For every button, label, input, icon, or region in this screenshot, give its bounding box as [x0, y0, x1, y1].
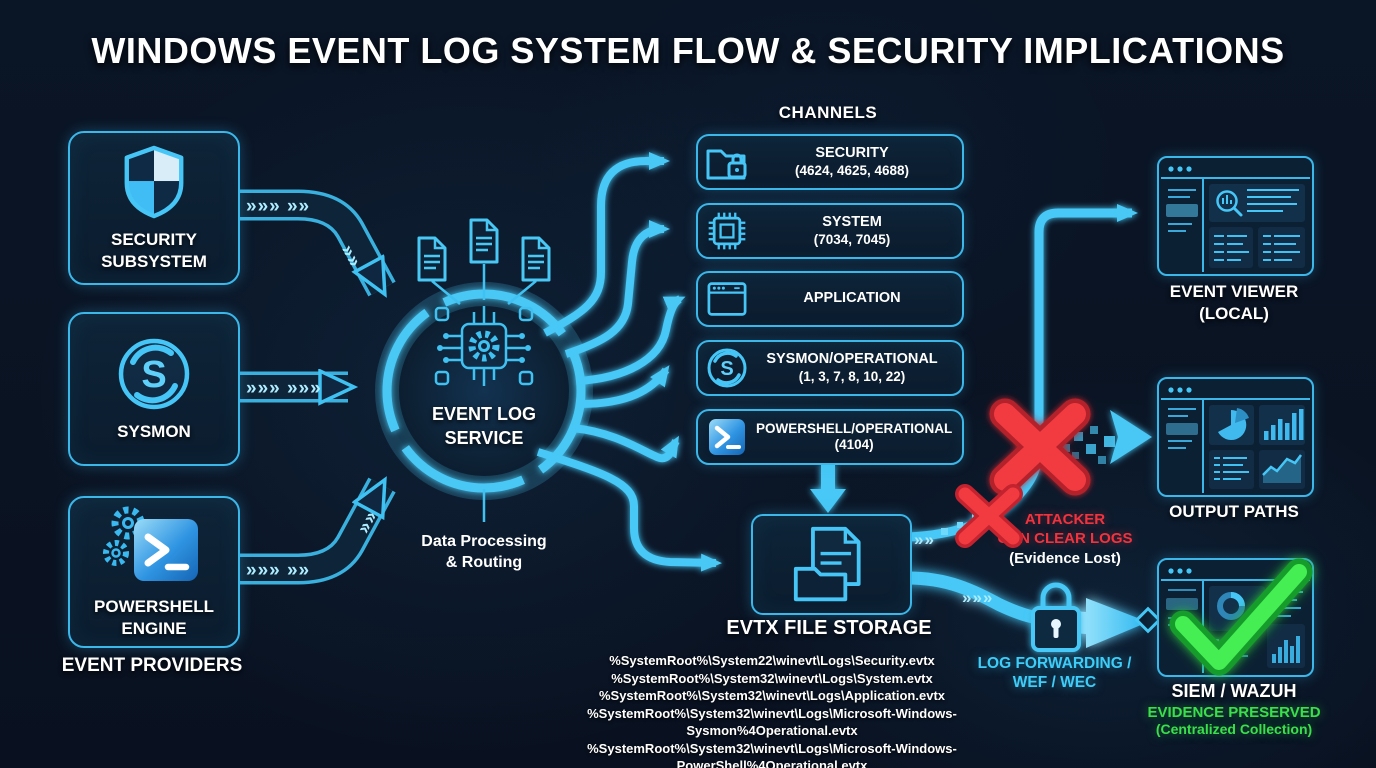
document-icon [415, 236, 449, 282]
channels-section-label: CHANNELS [778, 103, 878, 122]
centralized-collection-label: (Centralized Collection) [1155, 721, 1313, 737]
sysmon-circle-icon: S [118, 338, 190, 410]
page-title: WINDOWS EVENT LOG SYSTEM FLOW & SECURITY… [91, 30, 1285, 71]
lock-icon [1031, 582, 1081, 652]
sysmon-circle-icon: S [698, 346, 756, 390]
channel-name: POWERSHELL/OPERATIONAL [756, 420, 953, 436]
channel-codes: (1, 3, 7, 8, 10, 22) [798, 368, 906, 384]
provider-box-sysmon: S SYSMON [68, 312, 240, 466]
red-x-small-icon [955, 484, 1023, 548]
svg-text:»»» »»: »»» »» [246, 560, 310, 581]
siem-inlet-diamond [1134, 606, 1162, 634]
attacker-warning: ATTACKER CAN CLEAR LOGS (Evidence Lost) [970, 511, 1160, 567]
svg-text:»»» »»»: »»» »»» [246, 378, 322, 399]
evtx-path: %SystemRoot%\System32\winevt\Logs\Micros… [587, 705, 957, 739]
provider-box-security-subsystem: SECURITY SUBSYSTEM [68, 131, 240, 285]
channel-name: APPLICATION [803, 290, 901, 307]
evidence-lost-text: (Evidence Lost) [1009, 549, 1121, 567]
evtx-path: %SystemRoot%\System22\winevt\Logs\Securi… [609, 653, 935, 668]
document-icon [467, 218, 501, 264]
channel-box-application: APPLICATION [696, 271, 964, 327]
channel-name: SYSMON/OPERATIONAL [766, 351, 938, 368]
event-providers-section-label: EVENT PROVIDERS [61, 655, 243, 676]
channel-branches [536, 152, 722, 572]
evtx-path: %SystemRoot%\System32\winevt\Logs\System… [611, 670, 933, 686]
app-window-icon [698, 280, 756, 318]
svg-text:S: S [720, 358, 733, 380]
evidence-preserved-label: EVIDENCE PRESERVED [1147, 704, 1321, 721]
channel-name: SECURITY [815, 145, 889, 162]
event-viewer-window-icon [1157, 156, 1314, 276]
provider-label: SECURITY SUBSYSTEM [101, 230, 207, 271]
circuit-chip-icon [434, 306, 534, 386]
channel-box-powershell-operational: POWERSHELL/OPERATIONAL(4104) [696, 409, 964, 465]
siem-label: SIEM / WAZUH [1171, 681, 1297, 701]
provider-label: SYSMON [117, 421, 191, 441]
channel-codes: (7034, 7045) [813, 231, 891, 247]
siem-window-icon [1157, 558, 1314, 677]
evtx-storage-label: EVTX FILE STORAGE [726, 617, 932, 639]
svg-text:»»»: »»» [962, 588, 993, 607]
channel-codes: (4624, 4625, 4688) [794, 162, 910, 178]
document-icon [519, 236, 553, 282]
red-x-icon [989, 398, 1091, 496]
chip-icon [698, 209, 756, 253]
svg-text:S: S [141, 354, 166, 396]
doc-connectors [431, 264, 537, 522]
event-log-service-node: EVENT LOG SERVICE [386, 300, 582, 482]
channel-box-security: SECURITY(4624, 4625, 4688) [696, 134, 964, 190]
powershell-gears-icon [103, 506, 198, 582]
channel-box-system: SYSTEM(7034, 7045) [696, 203, 964, 259]
provider-label: POWERSHELL ENGINE [94, 597, 214, 638]
channel-name: SYSTEM [822, 214, 882, 231]
provider-box-powershell-engine: POWERSHELL ENGINE [68, 496, 240, 648]
event-log-service-label: EVENT LOG SERVICE [431, 404, 536, 449]
green-check-icon [1169, 558, 1313, 676]
shield-icon [124, 146, 184, 219]
attacker-warning-text: ATTACKER CAN CLEAR LOGS [998, 511, 1133, 547]
evtx-path: %SystemRoot%\System32\winevt\Logs\Applic… [598, 688, 946, 703]
dissolving-arrow-icon [1062, 410, 1152, 464]
file-folder-icon [793, 526, 861, 601]
folder-lock-icon [698, 141, 756, 183]
channel-box-sysmon-operational: S SYSMON/OPERATIONAL(1, 3, 7, 8, 10, 22) [696, 340, 964, 396]
channel-codes: (4104) [834, 437, 874, 452]
data-processing-label: Data Processing & Routing [421, 533, 547, 571]
powershell-icon [698, 417, 756, 457]
event-viewer-label: EVENT VIEWER (LOCAL) [1169, 282, 1299, 324]
evtx-storage-box [751, 514, 912, 615]
evtx-file-paths: %SystemRoot%\System22\winevt\Logs\Securi… [532, 652, 1012, 768]
dashboard-window-icon [1157, 377, 1314, 497]
output-paths-label: OUTPUT PATHS [1169, 502, 1299, 521]
channel-to-storage-arrow [810, 464, 846, 513]
svg-text:»»» »»: »»» »» [246, 196, 310, 217]
log-forwarding-label: LOG FORWARDING / WEF / WEC [977, 655, 1132, 692]
evtx-path: %SystemRoot%\System32\winevt\Logs\Micros… [587, 740, 957, 768]
svg-text:»»: »» [914, 530, 935, 549]
